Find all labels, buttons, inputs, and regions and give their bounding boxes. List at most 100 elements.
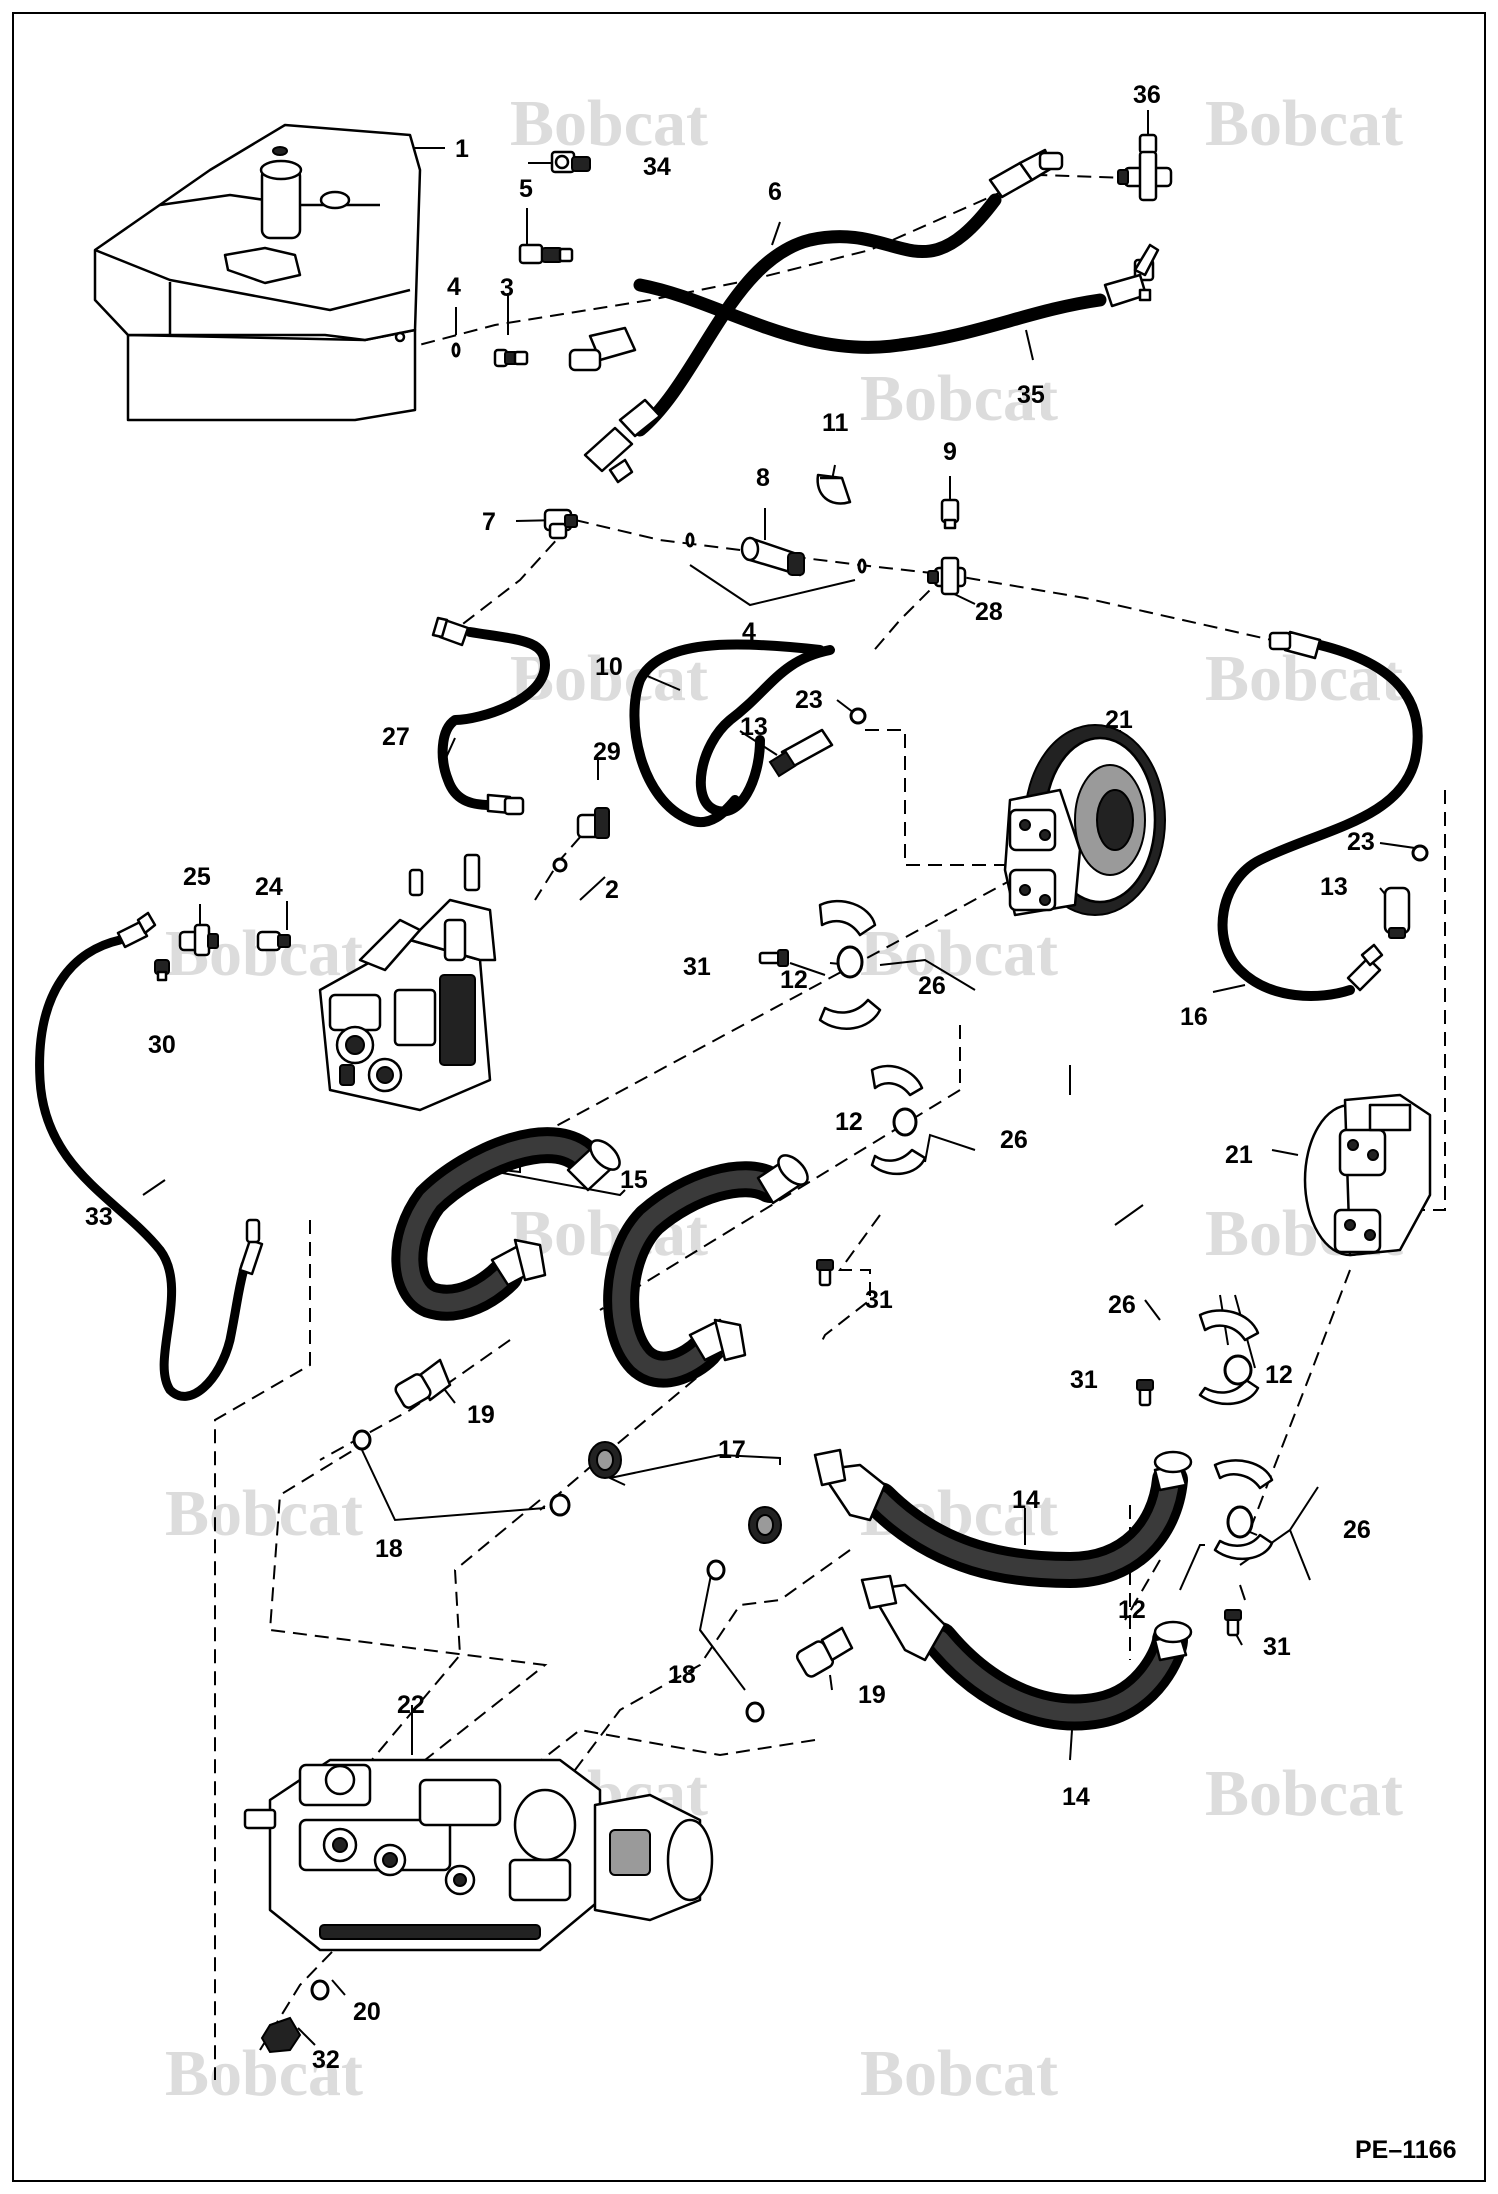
watermark-logo: Bobcat	[860, 917, 1058, 990]
callout-30: 30	[148, 1031, 176, 1059]
assembly-line	[1124, 1559, 1161, 1621]
callout-33: 33	[85, 1203, 113, 1231]
svg-text:Bobcat: Bobcat	[1205, 1757, 1403, 1830]
hose-16	[1217, 630, 1423, 1001]
bolt-31	[758, 949, 789, 967]
hose-33	[35, 911, 264, 1401]
callout-3: 3	[500, 274, 514, 302]
flange-half	[1213, 1459, 1274, 1490]
watermark-logo: Bobcat	[165, 2037, 363, 2110]
callout-31a: 31	[683, 953, 711, 981]
callout-14b: 14	[1062, 1783, 1090, 1811]
elbow-29	[576, 807, 610, 839]
watermark-logo: Bobcat	[1205, 1757, 1403, 1830]
fitting-5	[518, 243, 574, 265]
assembly-line	[529, 1549, 851, 1831]
hydrostatic-pump	[243, 1758, 714, 1952]
callout-4a: 4	[447, 273, 461, 301]
callout-22: 22	[397, 1691, 425, 1719]
callout-13a: 13	[740, 713, 768, 741]
bolt-31	[816, 1259, 834, 1287]
fitting-17-upper	[588, 1441, 622, 1479]
callout-26c: 26	[1108, 1291, 1136, 1319]
o-ring-18	[745, 1701, 765, 1723]
callout-35: 35	[1017, 381, 1045, 409]
flange-half	[1198, 1378, 1260, 1406]
clamp-11	[816, 473, 852, 505]
hose-15-left	[391, 1127, 621, 1321]
assembly-line	[354, 1499, 541, 1781]
fitting-24	[256, 930, 291, 952]
callout-13b: 13	[1320, 873, 1348, 901]
flange-sets	[758, 899, 1274, 1637]
flange-half	[818, 998, 882, 1030]
fitting-34	[550, 150, 591, 174]
callout-6: 6	[768, 178, 782, 206]
callout-24: 24	[255, 873, 283, 901]
callout-20: 20	[353, 1998, 381, 2026]
hose-10	[629, 639, 835, 827]
watermark-logo: Bobcat	[510, 87, 708, 160]
callouts: 1 34 36 5 6 4 3 35 11 9 8 7 28 4 10 23 2…	[85, 81, 1375, 2074]
o-ring-4-right	[857, 558, 867, 574]
hose-14-upper	[813, 1448, 1193, 1588]
tee-fitting-28	[927, 556, 967, 596]
callout-18a: 18	[375, 1535, 403, 1563]
svg-text:Bobcat: Bobcat	[165, 1477, 363, 1550]
svg-text:Bobcat: Bobcat	[860, 917, 1058, 990]
flange-half	[1213, 1533, 1274, 1561]
adapter-13-left	[768, 728, 834, 778]
callout-12b: 12	[835, 1108, 863, 1136]
assembly-line	[869, 574, 946, 656]
assembly-line	[574, 519, 1286, 644]
callout-12d: 12	[1118, 1596, 1146, 1624]
fitting-19-upper	[394, 1358, 452, 1409]
hydraulic-tank	[93, 123, 422, 422]
callout-2: 2	[605, 876, 619, 904]
watermark-logo: Bobcat	[165, 1477, 363, 1550]
tee-fitting-7	[543, 508, 578, 540]
flange-half	[870, 1064, 924, 1097]
drawing-code: PE–1166	[1355, 2136, 1457, 2164]
callout-1: 1	[455, 135, 469, 163]
svg-text:Bobcat: Bobcat	[510, 87, 708, 160]
adapter-8	[740, 536, 805, 577]
hoses	[35, 148, 1423, 1401]
o-ring-4-left	[685, 532, 695, 548]
o-ring-23-left	[849, 707, 867, 725]
bolt-31	[1224, 1609, 1242, 1637]
o-ring-12	[1223, 1354, 1253, 1386]
callout-5: 5	[519, 175, 533, 203]
callout-28: 28	[975, 598, 1003, 626]
callout-8: 8	[756, 464, 770, 492]
callout-21b: 21	[1225, 1141, 1253, 1169]
assembly-line	[819, 1214, 881, 1346]
flange-half	[818, 899, 877, 937]
callout-31b: 31	[865, 1286, 893, 1314]
fitting-17-lower	[748, 1506, 782, 1544]
callout-23b: 23	[1347, 828, 1375, 856]
o-ring-4	[451, 342, 461, 358]
o-ring-18	[706, 1559, 726, 1581]
plug-32	[260, 2016, 302, 2054]
o-ring-20	[310, 1979, 330, 2001]
callout-16: 16	[1180, 1003, 1208, 1031]
callout-12a: 12	[780, 966, 808, 994]
callout-32: 32	[312, 2046, 340, 2074]
hose-6	[568, 148, 1064, 484]
callout-12c: 12	[1265, 1361, 1293, 1389]
callout-7: 7	[482, 508, 496, 536]
assembly-line	[1390, 790, 1446, 1211]
hose-35	[633, 243, 1160, 354]
svg-text:Bobcat: Bobcat	[165, 2037, 363, 2110]
o-ring-2	[552, 857, 568, 873]
assembly-line	[268, 1439, 548, 1871]
o-ring-12	[1226, 1505, 1254, 1539]
fitting-3	[493, 348, 529, 368]
o-ring-18	[549, 1493, 571, 1517]
callout-31d: 31	[1263, 1633, 1291, 1661]
callout-25: 25	[183, 863, 211, 891]
callout-17: 17	[718, 1436, 746, 1464]
callout-34: 34	[643, 153, 671, 181]
